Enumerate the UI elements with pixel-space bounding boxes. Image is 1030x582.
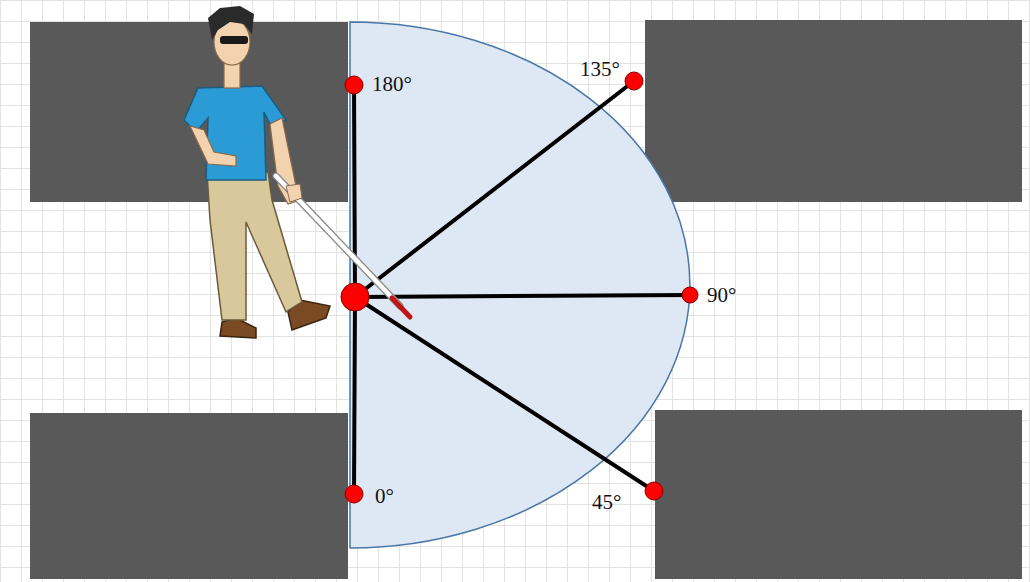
ray (355, 297, 654, 491)
dot (682, 287, 698, 303)
building-block (655, 410, 1022, 579)
angle-label: 180° (372, 74, 412, 95)
shoe (220, 318, 256, 338)
building-block (30, 22, 348, 202)
cane-outline (276, 176, 400, 306)
angle-dots (341, 72, 698, 503)
center-dot (341, 283, 369, 311)
dot (645, 482, 663, 500)
angle-label: 45° (592, 492, 621, 513)
hair (208, 6, 254, 40)
hand (286, 184, 302, 202)
ray (354, 297, 355, 494)
cane-tip (392, 298, 410, 317)
trousers (207, 172, 302, 320)
ray (355, 81, 634, 297)
ray (354, 85, 355, 297)
cane (276, 176, 400, 306)
dot (345, 485, 363, 503)
building-block (645, 20, 1022, 202)
person-figure (184, 6, 410, 338)
dot (345, 76, 363, 94)
angle-label: 0° (375, 486, 394, 507)
ray (355, 295, 690, 297)
angle-label: 135° (580, 59, 620, 80)
scan-area (350, 22, 690, 548)
building-block (30, 413, 348, 579)
angle-rays (354, 81, 690, 494)
sunglasses (220, 36, 248, 44)
arm (190, 126, 236, 166)
angle-label: 90° (707, 285, 736, 306)
dot (625, 72, 643, 90)
